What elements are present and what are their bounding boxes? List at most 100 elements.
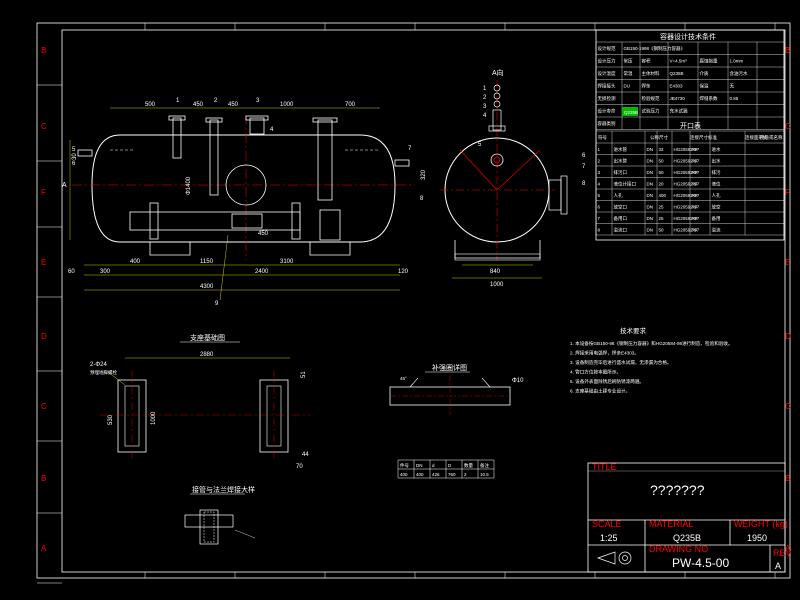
nozzle-cell-5-6: 放空: [712, 204, 721, 211]
spec-cell-3-0: 焊接接头: [598, 83, 616, 90]
nozzle-cell-4-4: HG20592-97: [674, 193, 700, 198]
nozzle-cell-1-5: RF: [692, 159, 698, 164]
nozzle-cell-6-1: 备用口: [614, 215, 628, 222]
tech-note-3: 3. 设备制造完毕后进行盛水试漏，无渗漏为合格。: [570, 359, 672, 366]
nozzle-cell-5-4: HG20592-97: [674, 205, 700, 210]
spec-cell-2-4: 介质: [700, 70, 709, 77]
front-label-a: A: [62, 182, 67, 189]
nozzle-cell-0-1: 进水管: [614, 146, 628, 153]
spec-cell-4-2: 检验规范: [642, 95, 660, 102]
spec-table-title: 容器设计技术条件: [660, 32, 716, 41]
nozzle-cell-3-5: RF: [692, 182, 698, 187]
front-callout-7: 7: [408, 146, 412, 152]
nozzle-header-3: 连接面形式: [745, 134, 768, 141]
nozzle-header-1: 公称尺寸: [650, 134, 668, 141]
weight-value: 1950: [747, 533, 767, 543]
nozzle-cell-7-2: DN: [647, 228, 654, 233]
nozzle-cell-3-6: 液位: [712, 181, 721, 188]
nozzle-cell-7-1: 溢流口: [614, 227, 628, 234]
nozzle-cell-4-2: DN: [647, 193, 654, 198]
nozzle-header-4: 用途或名称: [760, 134, 783, 141]
nozzle-cell-4-0: 5: [598, 193, 601, 198]
front-dim-450: 450: [258, 231, 269, 237]
zone-left-4: D: [41, 332, 47, 341]
spec-green-cell: Q235B: [624, 110, 638, 115]
nozzle-cell-2-5: RF: [692, 170, 698, 175]
nozzle-cell-2-4: HG20592-97: [674, 170, 700, 175]
nozzle-cell-7-4: HG20592-97: [674, 228, 700, 233]
small-table-header-2: d: [432, 463, 435, 468]
nozzle-cell-1-3: 50: [659, 159, 665, 164]
front-dim-300: 300: [100, 269, 111, 275]
front-dim-450a: 450: [193, 102, 204, 108]
front-view: 9 500 450 450 1000 700 400 1150 3100 300…: [62, 98, 427, 307]
material-value: Q235B: [673, 533, 701, 543]
nozzle-cell-1-1: 出水管: [614, 158, 628, 165]
nozzle-cell-4-5: RF: [692, 193, 698, 198]
front-dim-d1400: Φ1400: [186, 176, 192, 195]
front-callout-3: 3: [256, 98, 260, 104]
nozzle-cell-3-1: 液位计接口: [614, 181, 637, 188]
side-view: A向 840 1000 1 2 3 4 5: [440, 68, 586, 288]
spec-cell-3-5: 无: [730, 84, 735, 90]
spec-cell-5-3: 充水试漏: [670, 108, 688, 115]
title-value: ???????: [650, 482, 705, 498]
front-dim-total: 4300: [200, 284, 214, 290]
nozzle-cell-6-0: 7: [598, 216, 601, 221]
nozzle-cell-2-3: 50: [659, 170, 665, 175]
nozzle-cell-6-2: DN: [647, 216, 654, 221]
saddle-dim-2880: 2880: [200, 352, 214, 358]
zone-right-0: B: [785, 46, 790, 55]
nozzle-cell-7-0: 8: [598, 228, 601, 233]
spec-cell-3-1: DU: [624, 84, 631, 89]
zone-left-0: B: [41, 46, 46, 55]
detail-dim-phi10: Φ10: [512, 378, 524, 384]
nozzle-cell-5-3: 25: [659, 205, 665, 210]
side-callout-6: 6: [582, 153, 586, 159]
zone-right-1: C: [785, 122, 791, 131]
technical-notes: 技术要求 1. 本设备按GB150-98《钢制压力容器》和HG20584-98进…: [570, 326, 733, 395]
nozzle-cell-6-4: HG20592-97: [674, 216, 700, 221]
nozzle-cell-4-6: 人孔: [712, 192, 721, 199]
zone-right-7: A: [785, 544, 791, 553]
rev-label: REV: [773, 548, 792, 558]
saddle-dim-44: 44: [302, 452, 309, 458]
small-table-cell-3: 760: [448, 472, 456, 477]
front-saddle-left: [149, 242, 191, 256]
nozzle-cell-2-0: 3: [598, 170, 601, 175]
nozzle-cell-4-3: 400: [659, 193, 667, 198]
tech-note-4: 4. 管口方位按本图所示。: [570, 369, 621, 376]
zone-left-7: A: [41, 544, 47, 553]
side-dim-840: 840: [490, 269, 501, 275]
front-dim-500: 500: [145, 102, 156, 108]
title-label: TITLE: [592, 462, 617, 472]
nozzle-cell-6-3: 25: [659, 216, 665, 221]
side-callout-5: 5: [478, 142, 482, 148]
front-manhole: [225, 164, 267, 206]
nozzle-cell-2-1: 排污口: [614, 169, 628, 176]
nozzle-cell-0-3: 32: [659, 147, 665, 152]
spec-cell-3-2: 焊条: [642, 83, 651, 90]
small-table-header-4: 数量: [464, 462, 473, 469]
front-top-nozzle-2: [209, 119, 219, 196]
saddle-dim-70: 70: [296, 464, 303, 470]
spec-cell-0-1: GB150-1998《钢制压力容器》: [624, 45, 686, 52]
reinforcing-pad-detail: 补强圈详图 Φ10 45°: [389, 363, 524, 415]
nozzle-header-0: 符号: [598, 134, 607, 141]
zone-left-3: E: [41, 258, 46, 267]
zone-right-6: B: [785, 474, 790, 483]
nozzle-cell-1-0: 2: [598, 159, 601, 164]
material-label: MATERIAL: [649, 519, 693, 529]
saddle-dim-1000: 1000: [151, 411, 157, 425]
spec-cell-0-0: 设计规范: [598, 45, 616, 52]
tech-note-2: 2. 焊接采用电弧焊，焊条E4303。: [570, 350, 639, 357]
front-top-nozzle-3: [249, 117, 265, 135]
spec-cell-2-0: 设计温度: [598, 70, 616, 77]
nozzle-cell-6-6: 备用: [712, 215, 721, 222]
outer-border: [36, 22, 791, 579]
nozzle-cell-0-2: DN: [647, 147, 654, 152]
nozzle-cell-7-6: 溢流: [712, 227, 721, 234]
detail-dim-angle: 45°: [400, 376, 407, 381]
nozzle-table-title: 开口表: [680, 121, 701, 130]
